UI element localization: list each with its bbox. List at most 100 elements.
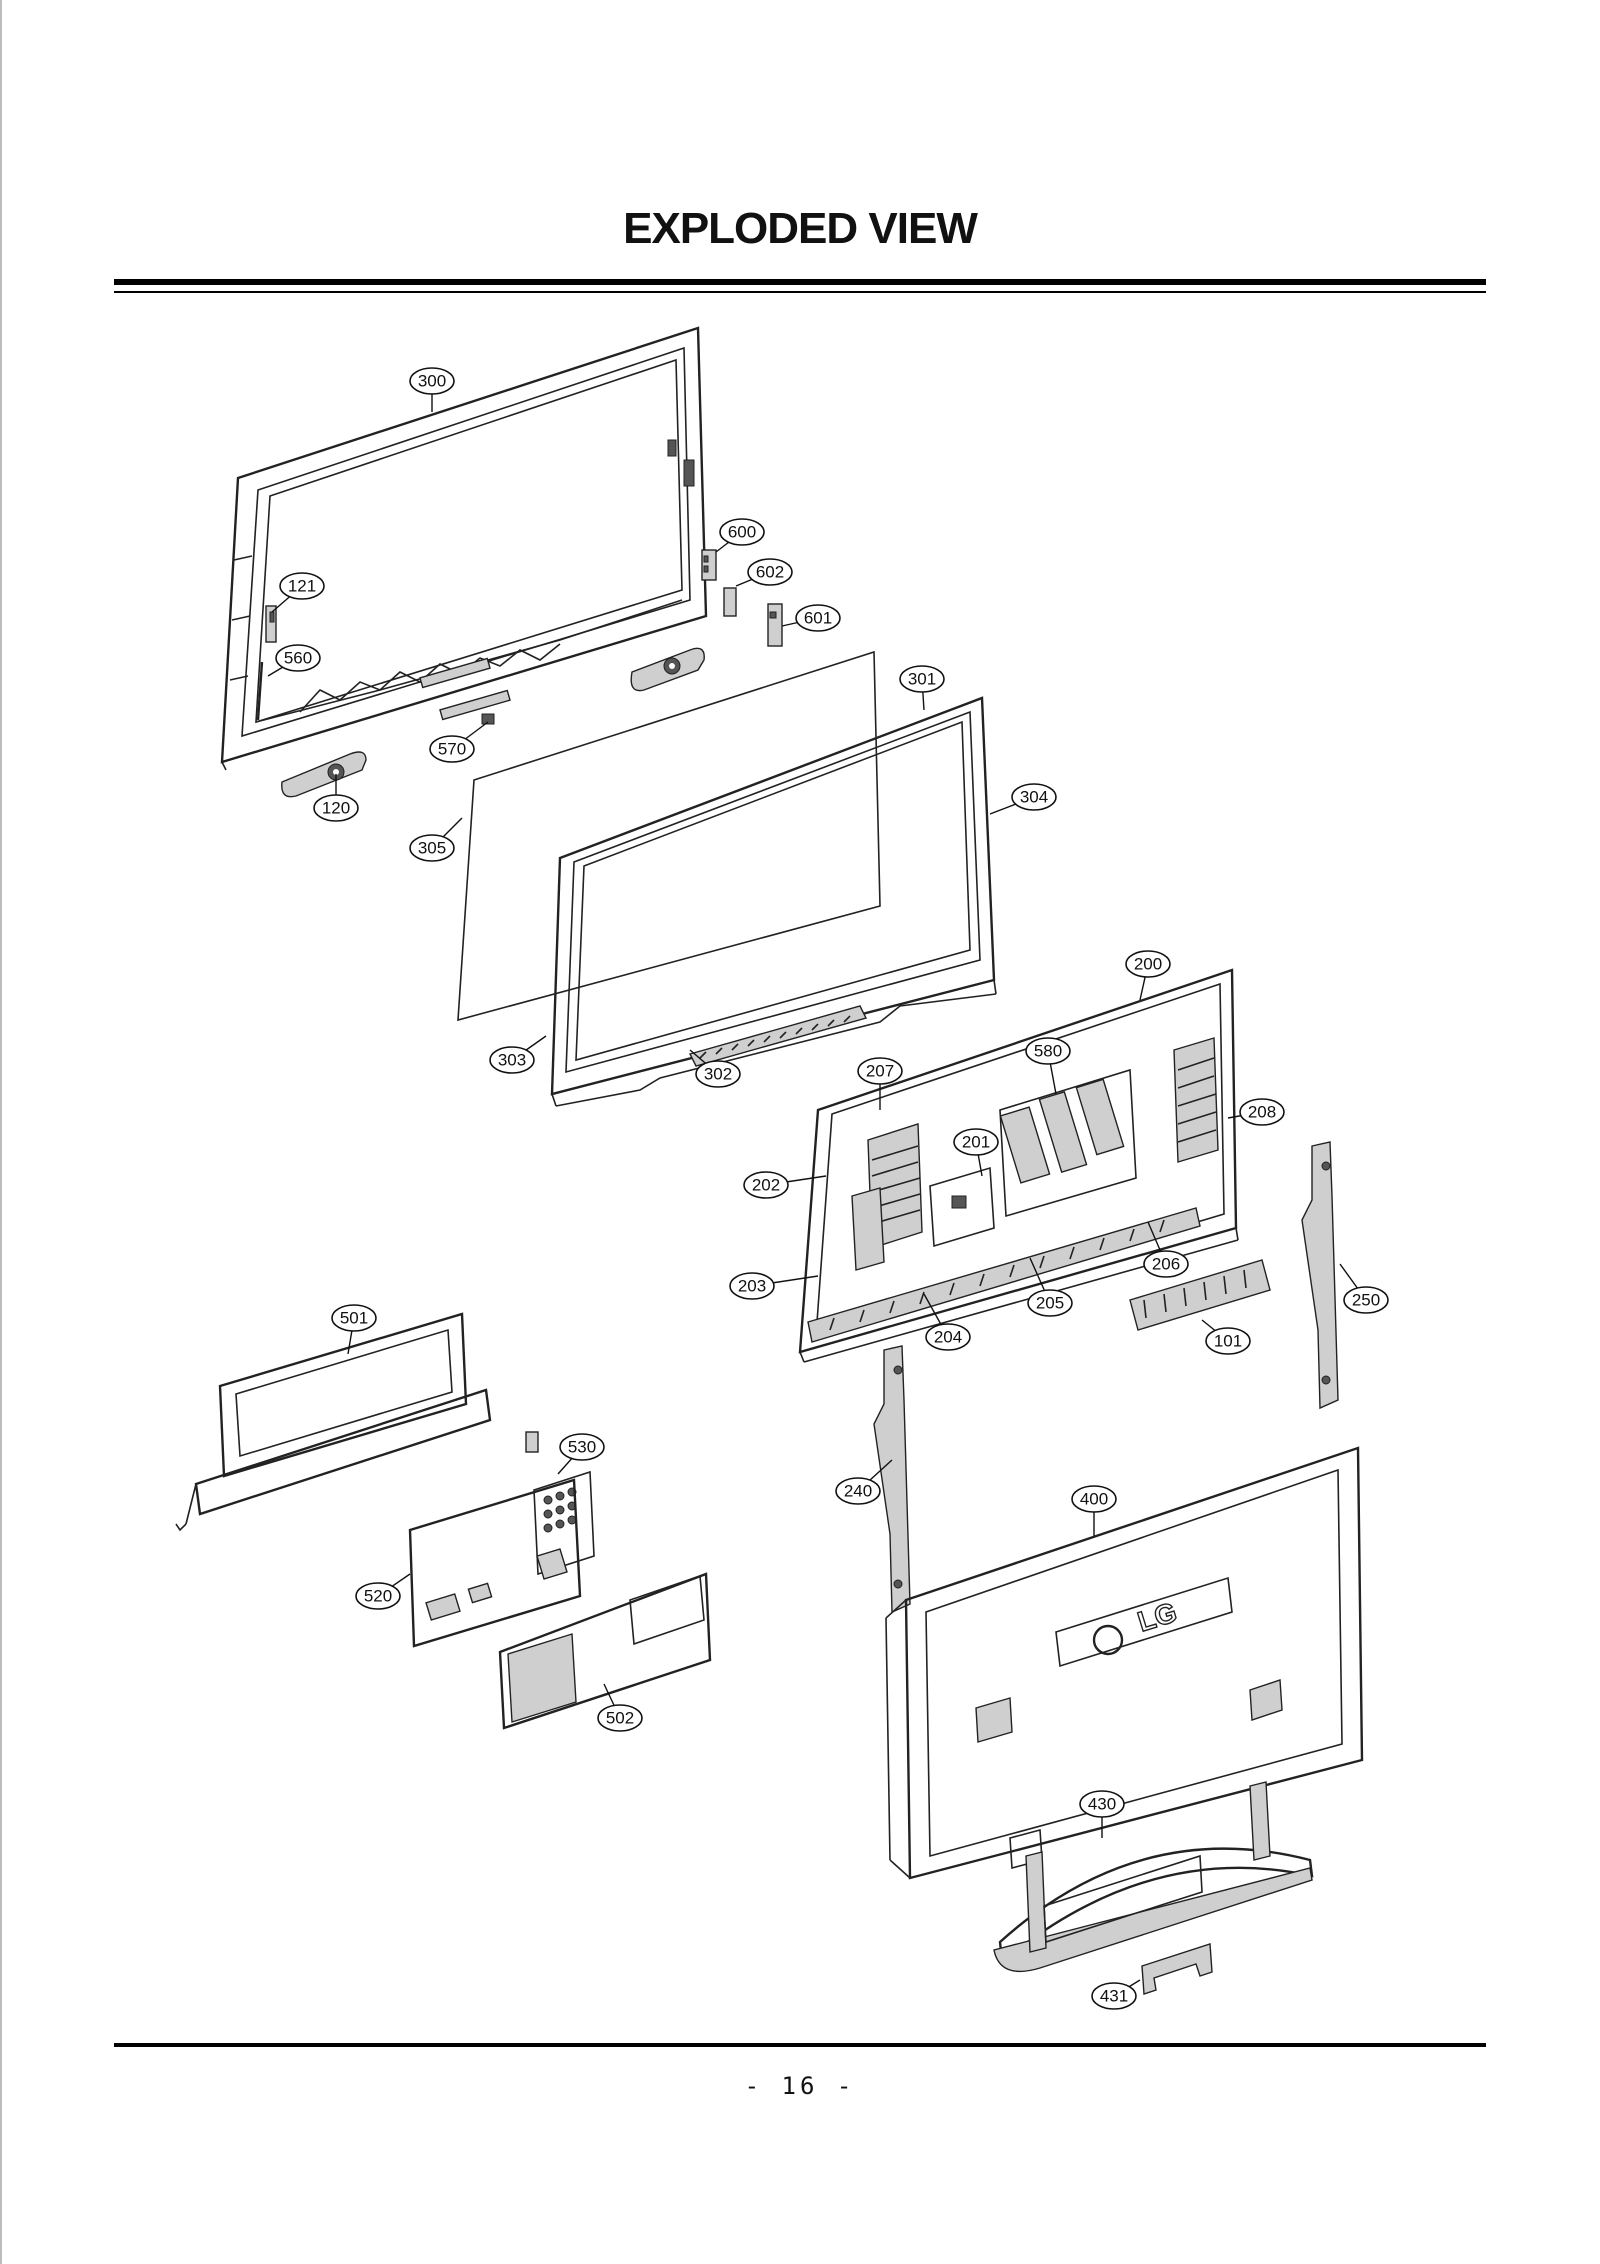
callout-label-250: 250 [1352,1291,1380,1310]
part-speaker-left-120 [281,751,367,798]
callout-bubble-240 [835,1477,881,1505]
part-side-av-530 [525,1431,595,1576]
callout-label-580: 580 [1034,1042,1062,1061]
callout-bubble-601 [795,604,841,632]
page-edge [0,0,2,2264]
callout-208: 208 [1227,1098,1285,1126]
callout-label-305: 305 [418,839,446,858]
page-number: - 16 - [744,2072,856,2100]
callout-bubble-303 [489,1046,535,1074]
callout-bubble-205 [1027,1289,1073,1317]
callout-530: 530 [557,1433,605,1475]
callout-302: 302 [689,1049,741,1088]
callout-120: 120 [313,774,359,822]
callout-201: 201 [953,1128,999,1177]
callout-bubble-502 [597,1704,643,1732]
callout-label-302: 302 [704,1065,732,1084]
part-sub-frame-501 [175,1312,492,1532]
callout-431: 431 [1091,1979,1141,2010]
footer-rule [114,2043,1486,2047]
callout-304: 304 [989,783,1057,815]
part-ir-board-570 [439,689,511,725]
callout-label-240: 240 [844,1482,872,1501]
callout-label-301: 301 [908,670,936,689]
callout-layer: 300 600 602 601 121 560 301 570 304 120 305 200 580 3… [267,367,1389,2010]
callout-label-303: 303 [498,1051,526,1070]
part-stand-430 [993,1781,1314,1973]
callout-602: 602 [735,558,793,587]
callout-101: 101 [1201,1319,1251,1355]
callout-301: 301 [899,665,945,711]
callout-240: 240 [835,1459,893,1505]
callout-430: 430 [1079,1790,1125,1838]
callout-label-501: 501 [340,1309,368,1328]
callout-label-570: 570 [438,740,466,759]
part-bracket-250 [1301,1141,1339,1410]
part-front-bezel-300 [220,326,708,771]
callout-label-602: 602 [756,563,784,582]
callout-520: 520 [355,1573,411,1610]
part-power-board-580 [999,1068,1137,1218]
callout-bubble-431 [1091,1982,1137,2010]
callout-label-304: 304 [1020,788,1048,807]
callout-300: 300 [409,367,455,412]
callout-label-600: 600 [728,523,756,542]
callout-bubble-207 [857,1057,903,1085]
callout-bubble-250 [1343,1286,1389,1314]
part-heatsink-208 [1173,1037,1219,1163]
callout-label-601: 601 [804,609,832,628]
callout-601: 601 [781,604,841,632]
part-front-glass-305 [457,650,881,1022]
part-grille-101 [1129,1259,1271,1331]
callout-250: 250 [1339,1263,1389,1314]
callout-bubble-120 [313,794,359,822]
callout-bubble-200 [1125,950,1171,978]
part-back-cover-400: LG [885,1446,1364,1880]
part-vent-204-205 [807,1207,1201,1343]
callout-bubble-400 [1071,1485,1117,1513]
callout-400: 400 [1071,1485,1117,1536]
callout-305: 305 [409,817,463,862]
callout-label-530: 530 [568,1438,596,1457]
callout-bubble-204 [925,1323,971,1351]
callout-label-203: 203 [738,1277,766,1296]
callout-202: 202 [743,1171,827,1199]
callout-bubble-501 [331,1304,377,1332]
callout-bubble-202 [743,1171,789,1199]
callout-bubble-570 [429,735,475,763]
callout-label-205: 205 [1036,1294,1064,1313]
callout-label-101: 101 [1214,1332,1242,1351]
callout-207: 207 [857,1057,903,1110]
callout-label-208: 208 [1248,1103,1276,1122]
lg-logo: LG [1134,1596,1180,1637]
part-rear-bracket-502 [498,1572,712,1730]
part-cabinet-frame-301 [550,696,997,1107]
page-title: EXPLODED VIEW [623,204,978,253]
callout-bubble-301 [899,665,945,693]
callout-bubble-580 [1025,1037,1071,1065]
callout-label-121: 121 [288,577,316,596]
callout-205: 205 [1027,1257,1073,1317]
callout-label-560: 560 [284,649,312,668]
callout-560: 560 [267,644,321,677]
callout-200: 200 [1125,950,1171,1001]
part-bracket-121 [265,605,277,643]
header-rule-thin [114,291,1486,293]
callout-bubble-304 [1011,783,1057,811]
callout-bubble-300 [409,367,455,395]
part-main-board-520 [408,1478,582,1648]
callout-600: 600 [715,518,765,553]
callout-label-431: 431 [1100,1987,1128,2006]
callout-501: 501 [331,1304,377,1355]
part-stand-cover-431 [1141,1943,1213,1995]
callout-bubble-520 [355,1582,401,1610]
callout-label-400: 400 [1080,1490,1108,1509]
callout-label-206: 206 [1152,1255,1180,1274]
part-cable-560 [256,661,264,721]
callout-label-120: 120 [322,799,350,818]
callout-label-502: 502 [606,1709,634,1728]
part-button-600 [701,549,717,581]
part-bracket-240 [873,1345,911,1614]
callout-bubble-560 [275,644,321,672]
callout-206: 206 [1143,1221,1189,1278]
